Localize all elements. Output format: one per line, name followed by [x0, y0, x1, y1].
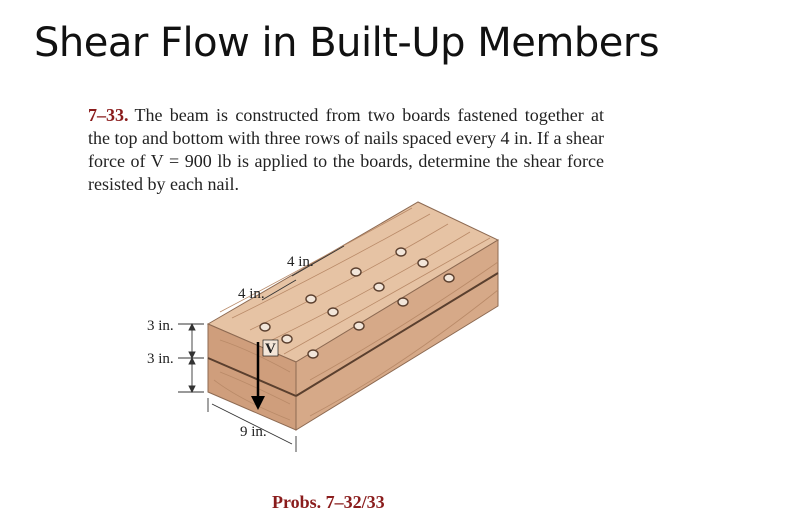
dimension-lines: [178, 245, 345, 452]
nail-hole: [353, 321, 365, 331]
nail-hole: [350, 267, 362, 277]
nail-hole: [395, 247, 407, 257]
dim-spacing-left-label: 4 in.: [238, 286, 265, 302]
nail-hole: [281, 334, 293, 344]
nail-hole: [305, 294, 317, 304]
dim-spacing-top-label: 4 in.: [287, 254, 314, 270]
nail-hole: [307, 349, 319, 359]
slide-title: Shear Flow in Built-Up Members: [34, 20, 660, 66]
nail-hole: [259, 322, 271, 332]
nail-holes: [259, 247, 455, 359]
nail-hole: [397, 297, 409, 307]
beam-drawing: [206, 201, 500, 431]
dim-height-bottom-label: 3 in.: [147, 351, 174, 367]
wood-grain: [213, 207, 499, 421]
figure-caption: Probs. 7–32/33: [272, 492, 385, 512]
problem-statement: 7–33.The beam is constructed from two bo…: [88, 104, 604, 196]
nail-hole: [373, 282, 385, 292]
nail-hole: [327, 307, 339, 317]
board-seam-front: [295, 272, 499, 397]
dim-height-top-label: 3 in.: [147, 318, 174, 334]
force-label: V: [265, 341, 276, 357]
nail-hole: [417, 258, 429, 268]
nail-hole: [443, 273, 455, 283]
shear-force-arrow: [251, 339, 279, 410]
problem-number: 7–33.: [88, 105, 129, 125]
dim-width-label: 9 in.: [240, 424, 267, 440]
problem-text: The beam is constructed from two boards …: [88, 105, 604, 194]
board-seam-end: [207, 357, 297, 397]
